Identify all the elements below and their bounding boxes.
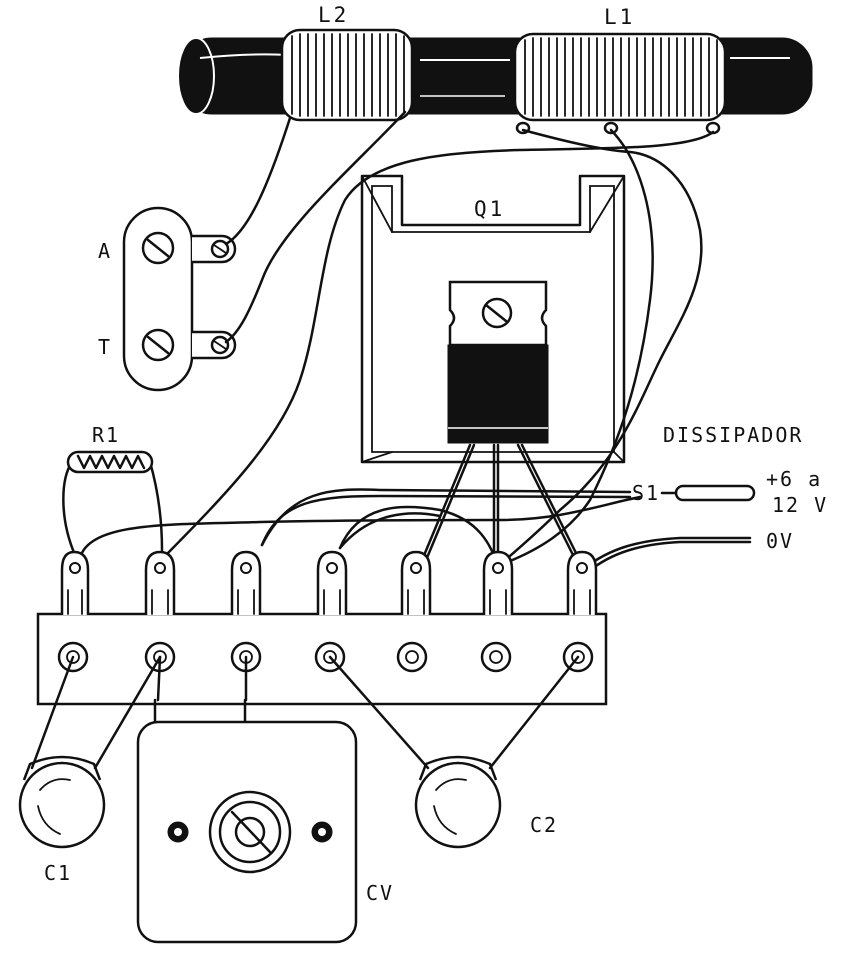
label-l1: L1 — [604, 5, 635, 29]
transistor-q1 — [447, 280, 549, 444]
label-heatsink: DISSIPADOR — [663, 423, 803, 447]
label-c1: C1 — [44, 861, 72, 885]
antenna-ground-terminal — [122, 206, 237, 392]
label-antenna: A — [98, 239, 112, 263]
terminal-strip — [36, 550, 608, 706]
resistor-r1 — [66, 450, 154, 474]
label-r1: R1 — [92, 423, 120, 447]
variable-capacitor-cv — [136, 655, 358, 944]
label-l2: L2 — [318, 3, 349, 27]
capacitor-c1 — [18, 655, 162, 849]
label-c2: C2 — [530, 813, 558, 837]
label-s1: S1 — [632, 481, 660, 505]
coil-l2 — [280, 28, 414, 122]
switch-s1 — [660, 484, 756, 502]
label-supply-range: 12 V — [772, 493, 828, 517]
label-supply-voltage: +6 a — [766, 467, 822, 491]
label-q1: Q1 — [474, 197, 505, 221]
coil-l1 — [513, 32, 727, 135]
label-ground: T — [98, 335, 112, 359]
label-zero-volt: 0V — [766, 529, 794, 553]
heatsink — [360, 174, 626, 464]
capacitor-c2 — [328, 655, 580, 849]
label-cv: CV — [366, 881, 394, 905]
wiring — [62, 110, 752, 574]
